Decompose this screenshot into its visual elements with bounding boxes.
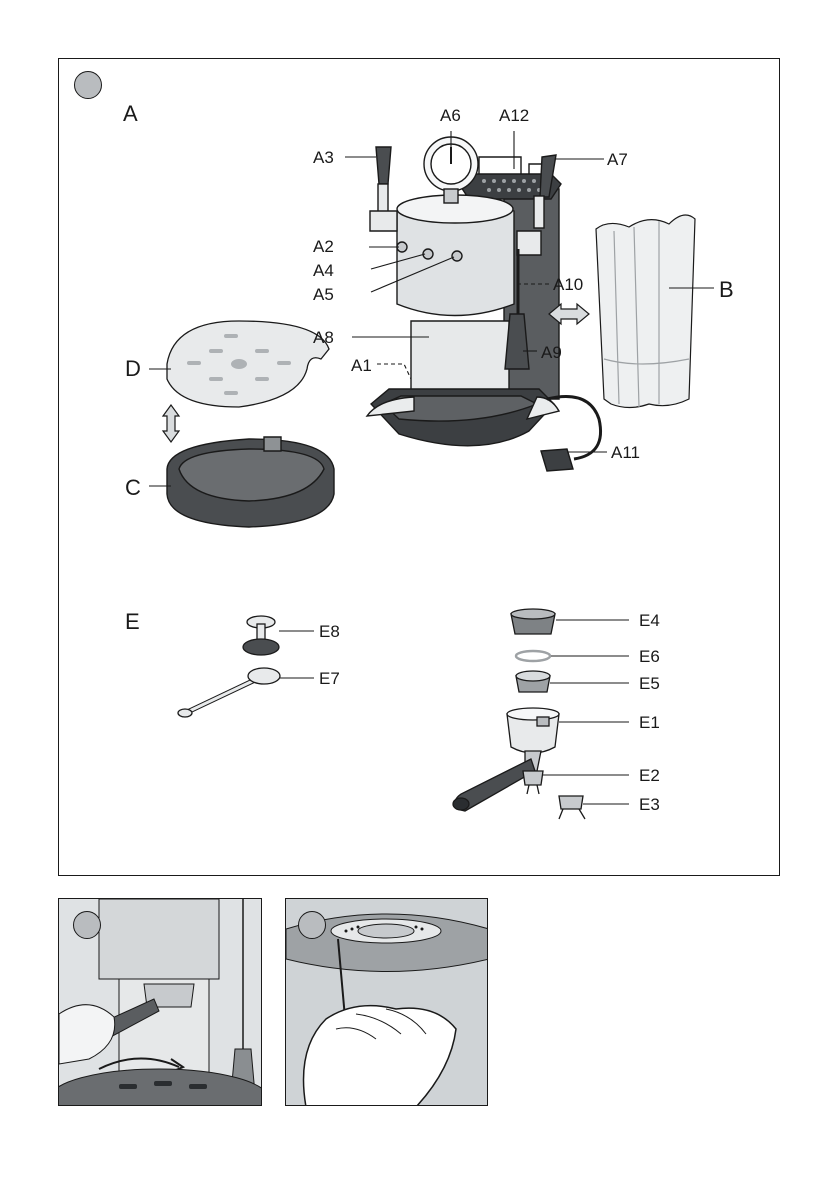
callout-e1: E1 bbox=[639, 714, 660, 731]
tamper-illustration bbox=[243, 616, 279, 655]
callout-a7: A7 bbox=[607, 151, 628, 168]
figure-2-panel bbox=[58, 898, 262, 1106]
water-tank-illustration bbox=[596, 215, 695, 408]
callout-a8: A8 bbox=[313, 329, 334, 346]
callout-b: B bbox=[719, 279, 734, 301]
callout-a6: A6 bbox=[440, 107, 461, 124]
measuring-spoon-illustration bbox=[178, 668, 280, 717]
callout-e3: E3 bbox=[639, 796, 660, 813]
figure-number-badge-3 bbox=[298, 911, 326, 939]
callout-a10: A10 bbox=[553, 276, 583, 293]
callout-e7: E7 bbox=[319, 670, 340, 687]
callout-a2: A2 bbox=[313, 238, 334, 255]
figure-number-badge-2 bbox=[73, 911, 101, 939]
callout-a9: A9 bbox=[541, 344, 562, 361]
callout-e4: E4 bbox=[639, 612, 660, 629]
main-figure-panel: A E bbox=[58, 58, 780, 876]
callout-e8: E8 bbox=[319, 623, 340, 640]
parts-diagram bbox=[59, 59, 781, 877]
tray-stack-arrow bbox=[163, 405, 179, 442]
callout-a4: A4 bbox=[313, 262, 334, 279]
espresso-machine-illustration bbox=[367, 137, 601, 471]
callout-a5: A5 bbox=[313, 286, 334, 303]
callout-e2: E2 bbox=[639, 767, 660, 784]
callout-d: D bbox=[125, 358, 141, 380]
callout-a3: A3 bbox=[313, 149, 334, 166]
callout-e6: E6 bbox=[639, 648, 660, 665]
callout-a1: A1 bbox=[351, 357, 372, 374]
callout-e5: E5 bbox=[639, 675, 660, 692]
drip-tray-illustration bbox=[167, 437, 334, 527]
filter-parts-illustration bbox=[511, 609, 555, 692]
figure-3-panel bbox=[285, 898, 488, 1106]
callout-a12: A12 bbox=[499, 107, 529, 124]
callout-c: C bbox=[125, 477, 141, 499]
portafilter-illustration bbox=[453, 708, 585, 819]
drip-tray-grid-illustration bbox=[167, 321, 329, 407]
callout-a11: A11 bbox=[611, 444, 640, 461]
